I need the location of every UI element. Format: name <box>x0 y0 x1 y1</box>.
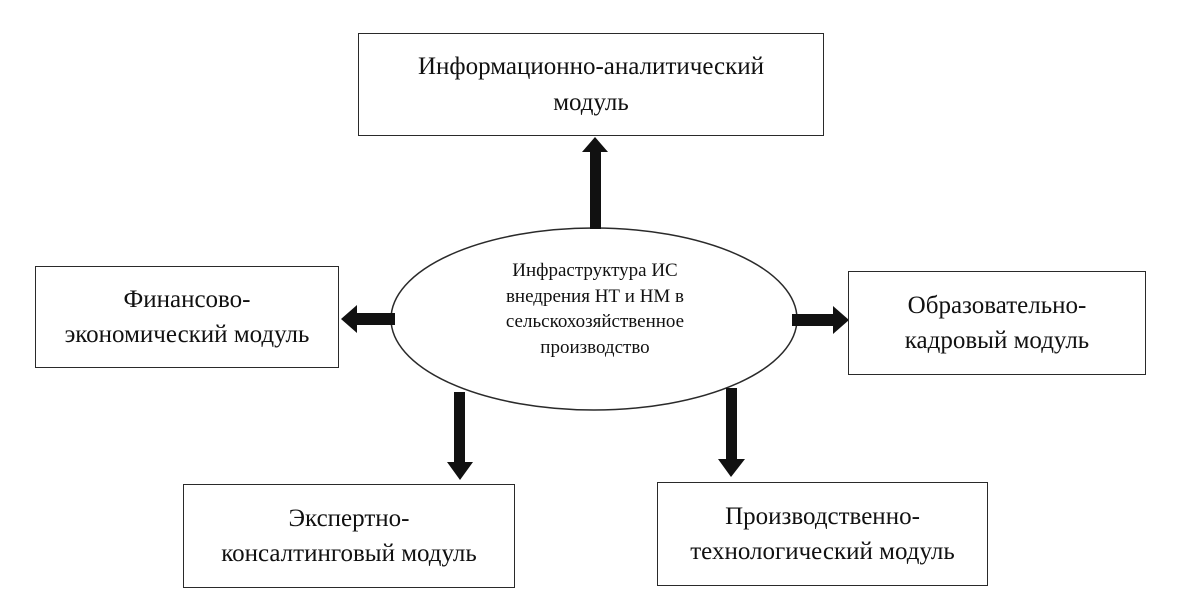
module-label-line: Информационно-аналитический <box>417 53 765 80</box>
center-label-line: сельскохозяйственное <box>505 311 685 333</box>
module-box-information-analytical: Информационно-аналитический модуль <box>358 33 824 136</box>
module-label-line: технологический модуль <box>690 538 955 565</box>
arrow-down-right <box>718 388 745 477</box>
module-label-line: консалтинговый модуль <box>221 540 477 567</box>
module-box-expert-consulting: Экспертно- консалтинговый модуль <box>183 484 515 588</box>
center-label-line: производство <box>540 336 650 358</box>
module-label-line: Образовательно- <box>907 291 1087 319</box>
arrow-up <box>582 137 608 229</box>
center-label-line: Инфраструктура ИС <box>512 260 678 281</box>
module-label-line: кадровый модуль <box>904 327 1090 354</box>
center-ellipse-label: Инфраструктура ИС внедрения НТ и НМ в се… <box>470 258 720 361</box>
module-box-educational-personnel: Образовательно- кадровый модуль <box>848 271 1146 375</box>
module-label-line: Экспертно- <box>288 504 410 532</box>
arrow-down-left <box>447 392 473 480</box>
arrow-right <box>792 306 849 334</box>
module-box-production-technological: Производственно- технологический модуль <box>657 482 988 586</box>
module-label-line: Финансово- <box>123 285 251 313</box>
module-label-line: экономический модуль <box>64 321 310 348</box>
center-label-line: внедрения НТ и НМ в <box>505 285 685 307</box>
arrow-left <box>341 305 395 333</box>
module-box-financial-economic: Финансово- экономический модуль <box>35 266 339 368</box>
module-label-line: модуль <box>553 88 629 116</box>
module-label-line: Производственно- <box>725 502 920 530</box>
